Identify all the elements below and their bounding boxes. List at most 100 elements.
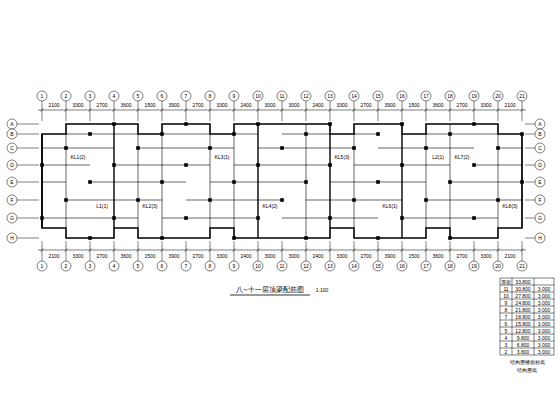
beam-line bbox=[378, 165, 402, 166]
beam-line bbox=[450, 200, 474, 201]
beam-line bbox=[474, 182, 498, 183]
axis-letter: F bbox=[538, 198, 541, 203]
axis-number: 3 bbox=[89, 264, 92, 269]
beam-line bbox=[474, 134, 498, 135]
table-rule bbox=[500, 278, 501, 355]
axis-bubble bbox=[535, 195, 545, 205]
axis-bubble bbox=[109, 91, 119, 101]
axis-leader bbox=[17, 165, 39, 166]
beam-line bbox=[498, 148, 522, 149]
column bbox=[160, 132, 164, 136]
table-cell: 3.800 bbox=[517, 349, 530, 354]
table-cell: 21.800 bbox=[515, 307, 530, 312]
beam-line bbox=[186, 165, 210, 166]
axis-leader bbox=[282, 241, 283, 261]
axis-leader bbox=[186, 241, 187, 261]
axis-letter: H bbox=[10, 236, 14, 241]
axis-letter: E bbox=[10, 180, 13, 185]
axis-number: 13 bbox=[327, 94, 333, 99]
beam-line bbox=[306, 218, 330, 219]
column bbox=[496, 198, 500, 202]
structure bbox=[40, 122, 524, 240]
axis-number: 8 bbox=[209, 94, 212, 99]
beam-label: KL2(3) bbox=[141, 204, 158, 209]
beam-line bbox=[234, 165, 258, 166]
beam-line bbox=[450, 182, 474, 183]
beam-line bbox=[66, 218, 90, 219]
beam-line bbox=[354, 218, 378, 219]
axis-leader bbox=[17, 124, 39, 125]
dimension-text: 1500 bbox=[408, 103, 419, 108]
axis-leader bbox=[306, 101, 307, 121]
dimension-text: 3900 bbox=[384, 253, 395, 258]
dimension-text: 2700 bbox=[96, 103, 107, 108]
beam-line bbox=[186, 148, 210, 149]
beam-line bbox=[426, 200, 450, 201]
column bbox=[376, 180, 380, 184]
axis-bubble bbox=[7, 213, 17, 223]
beam-line bbox=[378, 200, 402, 201]
beam-line bbox=[474, 200, 498, 201]
beam-line bbox=[402, 165, 426, 166]
table-cell: 3.000 bbox=[538, 349, 551, 354]
table-cell: 3.000 bbox=[538, 293, 551, 298]
dimension-text: 3000 bbox=[264, 253, 275, 258]
axis-bubble bbox=[535, 129, 545, 139]
dimension-text: 3300 bbox=[216, 253, 227, 258]
axis-leader bbox=[210, 101, 211, 121]
axis-letter: F bbox=[10, 198, 13, 203]
dimension-text: 3900 bbox=[168, 253, 179, 258]
dimension-text: 2400 bbox=[240, 103, 251, 108]
beam-line bbox=[90, 134, 114, 135]
beam-line bbox=[114, 134, 138, 135]
axis-leader bbox=[402, 241, 403, 261]
beam-line bbox=[234, 134, 258, 135]
axis-letter: G bbox=[538, 216, 542, 221]
beam-line bbox=[402, 218, 426, 219]
axis-leader bbox=[258, 241, 259, 261]
table-cell: 3.000 bbox=[538, 321, 551, 326]
axis-number: 2 bbox=[65, 264, 68, 269]
axis-bubble bbox=[325, 261, 335, 271]
axis-leader bbox=[42, 241, 43, 261]
axis-bubble bbox=[349, 261, 359, 271]
table-cell: 3.000 bbox=[538, 335, 551, 340]
beam-line bbox=[306, 134, 330, 135]
axis-leader bbox=[17, 238, 39, 239]
beam-line bbox=[474, 218, 498, 219]
axis-bubble bbox=[7, 195, 17, 205]
beam-line bbox=[282, 165, 306, 166]
axis-leader bbox=[330, 241, 331, 261]
beam-label: L1(1) bbox=[95, 204, 109, 209]
axis-leader bbox=[474, 241, 475, 261]
beam-label: KL3(1) bbox=[213, 155, 230, 160]
beam-line bbox=[257, 124, 258, 238]
table-caption: 结构层高 bbox=[517, 368, 537, 373]
axis-number: 8 bbox=[209, 264, 212, 269]
beam-line bbox=[66, 148, 90, 149]
dimension-text: 3900 bbox=[168, 103, 179, 108]
axis-leader bbox=[450, 101, 451, 121]
axis-bubble bbox=[325, 91, 335, 101]
column bbox=[328, 122, 332, 126]
axis-bubble bbox=[301, 91, 311, 101]
column bbox=[496, 146, 500, 150]
beam-line bbox=[498, 200, 522, 201]
axis-bubble bbox=[181, 91, 191, 101]
axis-bubble bbox=[229, 91, 239, 101]
axis-bubble bbox=[535, 213, 545, 223]
axis-number: 21 bbox=[519, 94, 525, 99]
beam-line bbox=[234, 182, 258, 183]
beam-line bbox=[498, 182, 522, 183]
beam-line bbox=[450, 148, 474, 149]
table-cell: 3.000 bbox=[538, 342, 551, 347]
table-cell: 7 bbox=[505, 314, 508, 319]
column bbox=[88, 236, 92, 240]
beam-line bbox=[402, 182, 426, 183]
column bbox=[184, 122, 188, 126]
table-rule bbox=[534, 278, 535, 355]
table-cell: 屋面 bbox=[501, 279, 511, 284]
table-cell: 3 bbox=[505, 342, 508, 347]
column bbox=[136, 198, 140, 202]
